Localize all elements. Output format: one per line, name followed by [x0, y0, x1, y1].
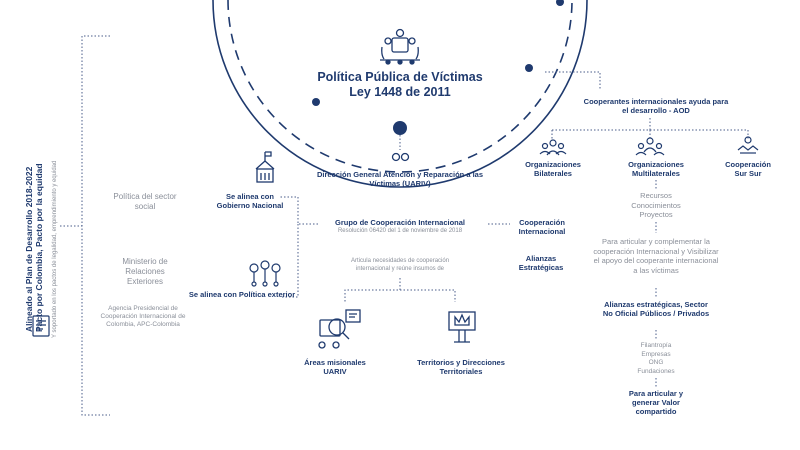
resolucion-label: Resolución 06420 del 1 de noviembre de 2… — [337, 228, 463, 234]
main-circle — [212, 0, 588, 188]
people-group-icon — [539, 139, 567, 156]
handshake-icon — [737, 136, 759, 154]
direccion-general-label: Dirección General Atención y Reparación … — [316, 170, 484, 188]
circle-dot-left — [312, 98, 320, 106]
cooperacion-internacional-label: Cooperación Internacional — [518, 218, 566, 236]
monument-icon — [448, 311, 476, 343]
entidades-item: Filantropía — [640, 342, 672, 349]
areas-misionales-label: Áreas misionales UARIV — [304, 358, 366, 376]
entidades-item: ONG — [648, 359, 664, 366]
recursos-item: Proyectos — [639, 210, 673, 219]
center-title-line1: Política Pública de Víctimas — [317, 70, 483, 84]
multilaterales-label: Organizaciones Multilaterales — [628, 160, 684, 178]
multilateral-group-icon — [635, 137, 665, 156]
policy-social-label: Política del sector social — [113, 192, 177, 211]
recursos-item: Conocimientos — [631, 200, 681, 210]
cooperantes-label: Cooperantes internacionales ayuda para e… — [583, 97, 729, 115]
circle-dot-bottom — [393, 121, 407, 135]
alianzas-sector-label: Alianzas estratégicas, Sector No Oficial… — [602, 300, 710, 318]
gears-icon — [391, 152, 410, 162]
articular-label: Para articular y complementar la coopera… — [593, 237, 719, 275]
center-title-line2: Ley 1448 de 2011 — [349, 85, 451, 99]
agency-label: Agencia Presidencial de Cooperación Inte… — [100, 305, 186, 328]
link-articula — [344, 278, 401, 302]
align-foreign-policy-label: Se alinea con Política exterior — [188, 290, 296, 299]
document-icon — [32, 315, 50, 337]
articula-label: Articula necesidades de cooperación inte… — [350, 258, 450, 272]
network-people-icon — [249, 260, 281, 287]
valor-compartido-label: Para articular y generar Valor compartid… — [628, 389, 684, 416]
meeting-icon — [380, 28, 420, 65]
circle-dot-right — [525, 64, 533, 72]
link-circle-coop — [545, 71, 601, 90]
sur-sur-label: Cooperación Sur Sur — [725, 160, 771, 178]
align-government-label: Se alinea con Gobierno Nacional — [216, 192, 284, 210]
entidades-item: Empresas — [641, 350, 671, 358]
grupo-cooperacion-label: Grupo de Cooperación Internacional — [334, 218, 466, 227]
center-title: Política Pública de Víctimas Ley 1448 de… — [300, 70, 500, 100]
recursos-item: Recursos — [640, 191, 672, 200]
link-grupo-left2 — [280, 224, 299, 298]
left-bracket — [81, 35, 110, 416]
territorios-label: Territorios y Direcciones Territoriales — [417, 358, 505, 376]
entidades-item: Fundaciones — [637, 367, 675, 375]
circle-dot-top — [556, 0, 564, 6]
recursos-list: Recursos Conocimientos Proyectos — [611, 191, 701, 220]
government-building-icon — [255, 151, 275, 183]
ministry-label: Ministerio de Relaciones Exteriores — [122, 257, 168, 286]
analysis-icon — [318, 309, 361, 349]
entidades-list: Filantropía Empresas ONG Fundaciones — [616, 342, 696, 376]
bilaterales-label: Organizaciones Bilaterales — [525, 160, 581, 178]
link-articula2 — [400, 289, 456, 302]
link-grupo-left — [280, 196, 318, 225]
alianzas-estrategicas-label: Alianzas Estratégicas — [518, 254, 564, 272]
